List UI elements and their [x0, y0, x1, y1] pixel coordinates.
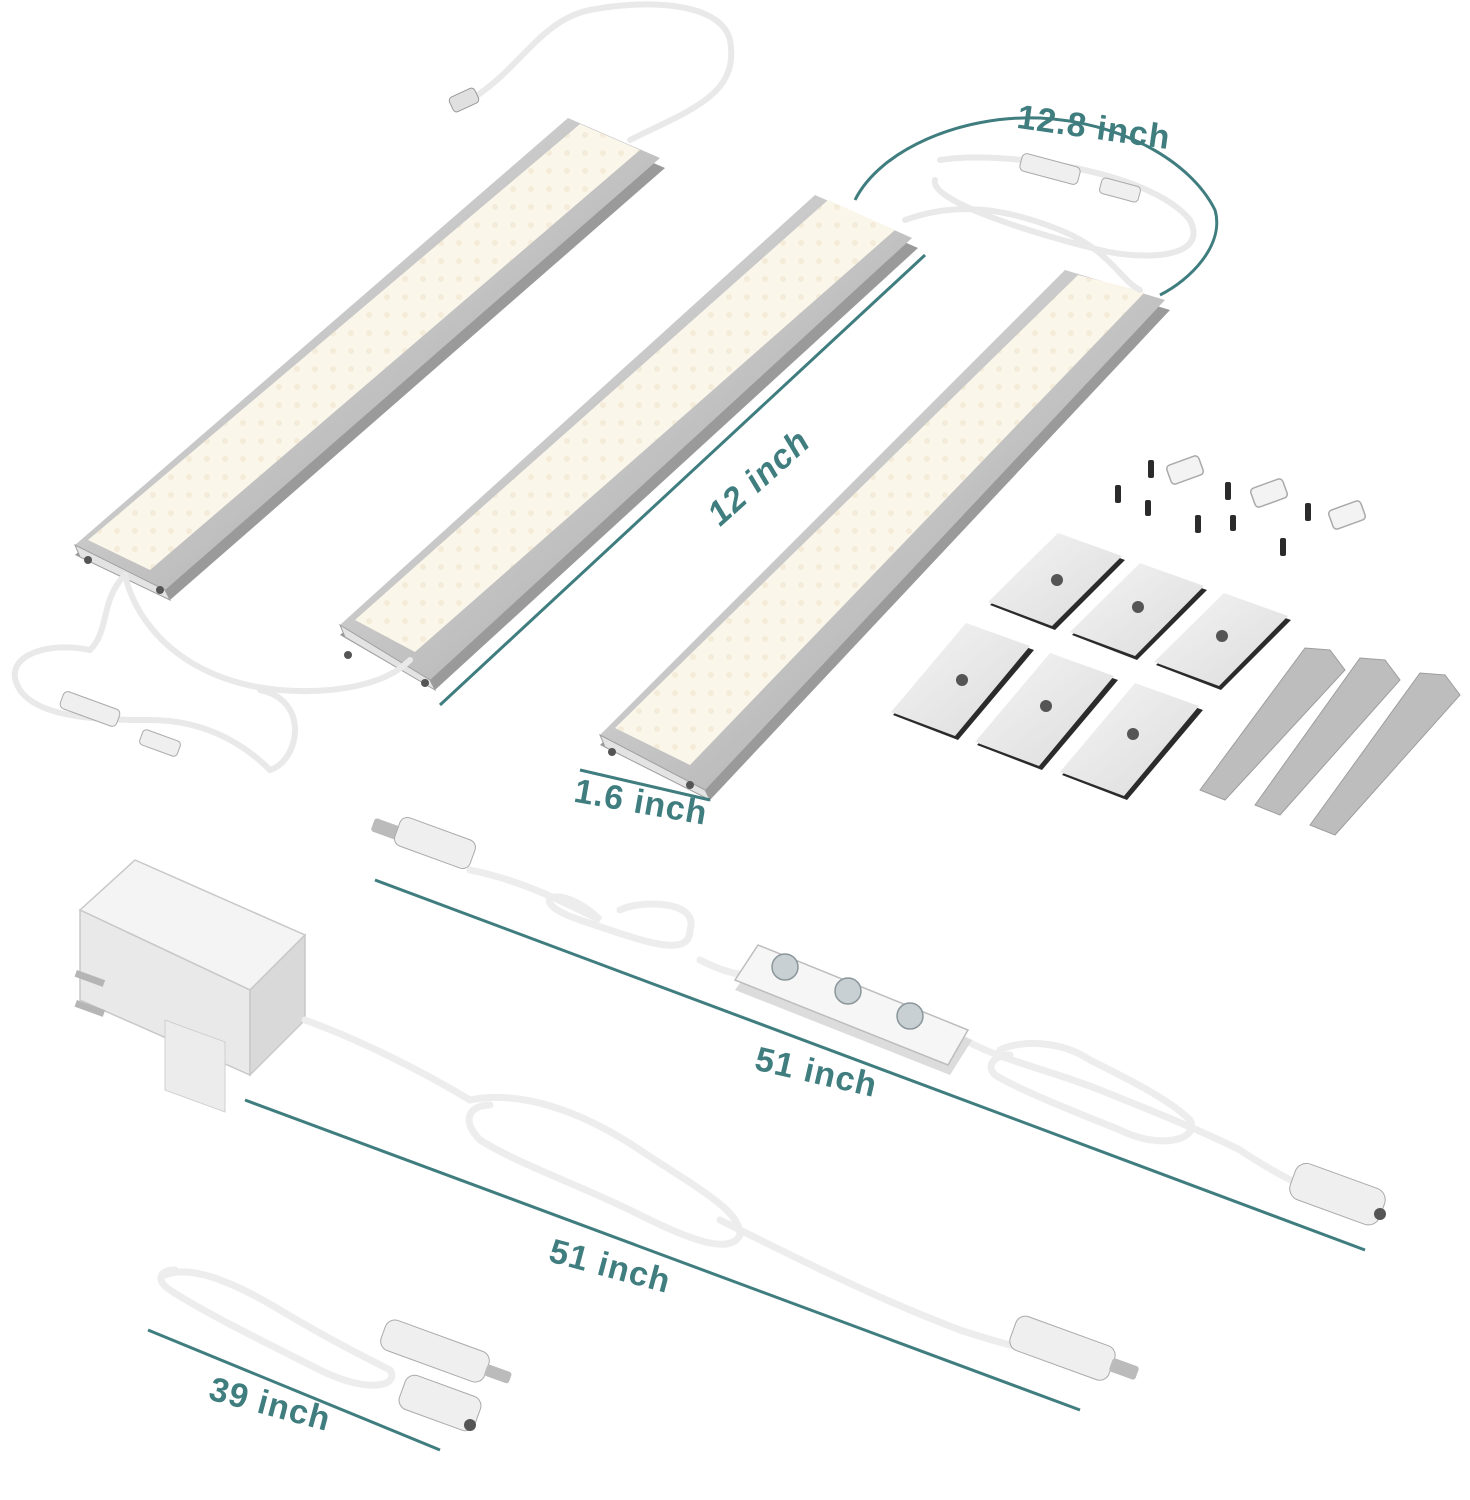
mounting-plates — [891, 533, 1291, 800]
adapter-cable-line — [244, 1098, 1081, 1412]
mounting-plate-2 — [1070, 563, 1207, 660]
bar-length-line — [438, 253, 927, 707]
mounting-plate-6 — [1060, 683, 1203, 800]
switch-cable — [466, 866, 1314, 1194]
adapter-cable-plug — [1009, 1315, 1139, 1381]
color-temperature-icon — [834, 977, 862, 1005]
cable-ties — [1199, 647, 1461, 836]
extension-cable-connectors — [380, 1319, 512, 1432]
extension-cable — [157, 1266, 396, 1389]
power-icon — [771, 953, 799, 981]
extension-cable-line — [147, 1328, 441, 1452]
switch-cable-plug — [371, 816, 476, 870]
dimension-lines — [147, 116, 1366, 1452]
mounting-clips — [1165, 455, 1367, 530]
adapter-cable — [301, 1016, 1034, 1354]
mounting-plate-3 — [1154, 593, 1291, 690]
mounting-plate-1 — [988, 533, 1125, 630]
plug-icon — [74, 970, 106, 1017]
switch-cable-line — [374, 878, 1366, 1252]
mounting-plate-5 — [975, 653, 1118, 770]
mounting-plate-4 — [891, 623, 1034, 740]
bar-width-line — [579, 768, 711, 802]
power-adapter — [74, 859, 307, 1113]
switch-cable-socket — [1289, 1162, 1386, 1226]
screws — [1115, 460, 1311, 556]
light-bar-1 — [74, 118, 665, 602]
bar-connectors — [59, 87, 1141, 757]
light-bar-3 — [599, 270, 1170, 802]
inline-switch — [733, 944, 972, 1075]
dimmer-icon — [896, 1002, 924, 1030]
spacing-arc-line — [853, 116, 1219, 297]
light-bar-2 — [338, 195, 918, 692]
